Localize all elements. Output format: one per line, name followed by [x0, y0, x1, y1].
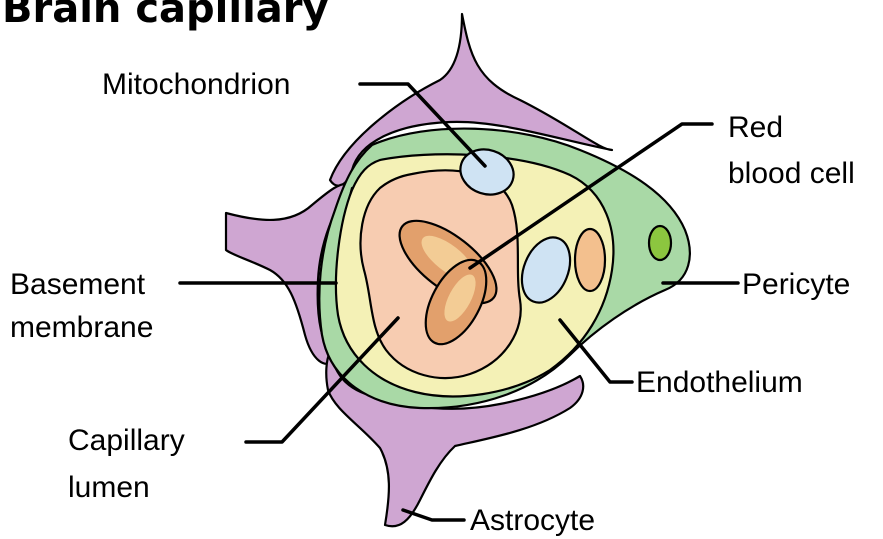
label-capillary-lumen-line2: lumen — [68, 471, 150, 504]
label-red-blood-cell-line2: blood cell — [728, 157, 855, 190]
pericyte-nucleus — [649, 226, 671, 260]
label-endothelium: Endothelium — [636, 366, 803, 399]
label-astrocyte: Astrocyte — [470, 504, 595, 537]
label-basement-membrane-line1: Basement — [10, 268, 146, 301]
label-pericyte: Pericyte — [742, 268, 850, 301]
leader-astrocyte — [403, 510, 464, 520]
endothelial-organelle — [575, 229, 605, 291]
label-red-blood-cell-line1: Red — [728, 111, 783, 144]
label-capillary-lumen-line1: Capillary — [68, 424, 185, 457]
label-basement-membrane-line2: membrane — [10, 311, 153, 344]
label-mitochondrion: Mitochondrion — [102, 68, 290, 101]
diagram-title: Brain capillary — [2, 0, 329, 32]
